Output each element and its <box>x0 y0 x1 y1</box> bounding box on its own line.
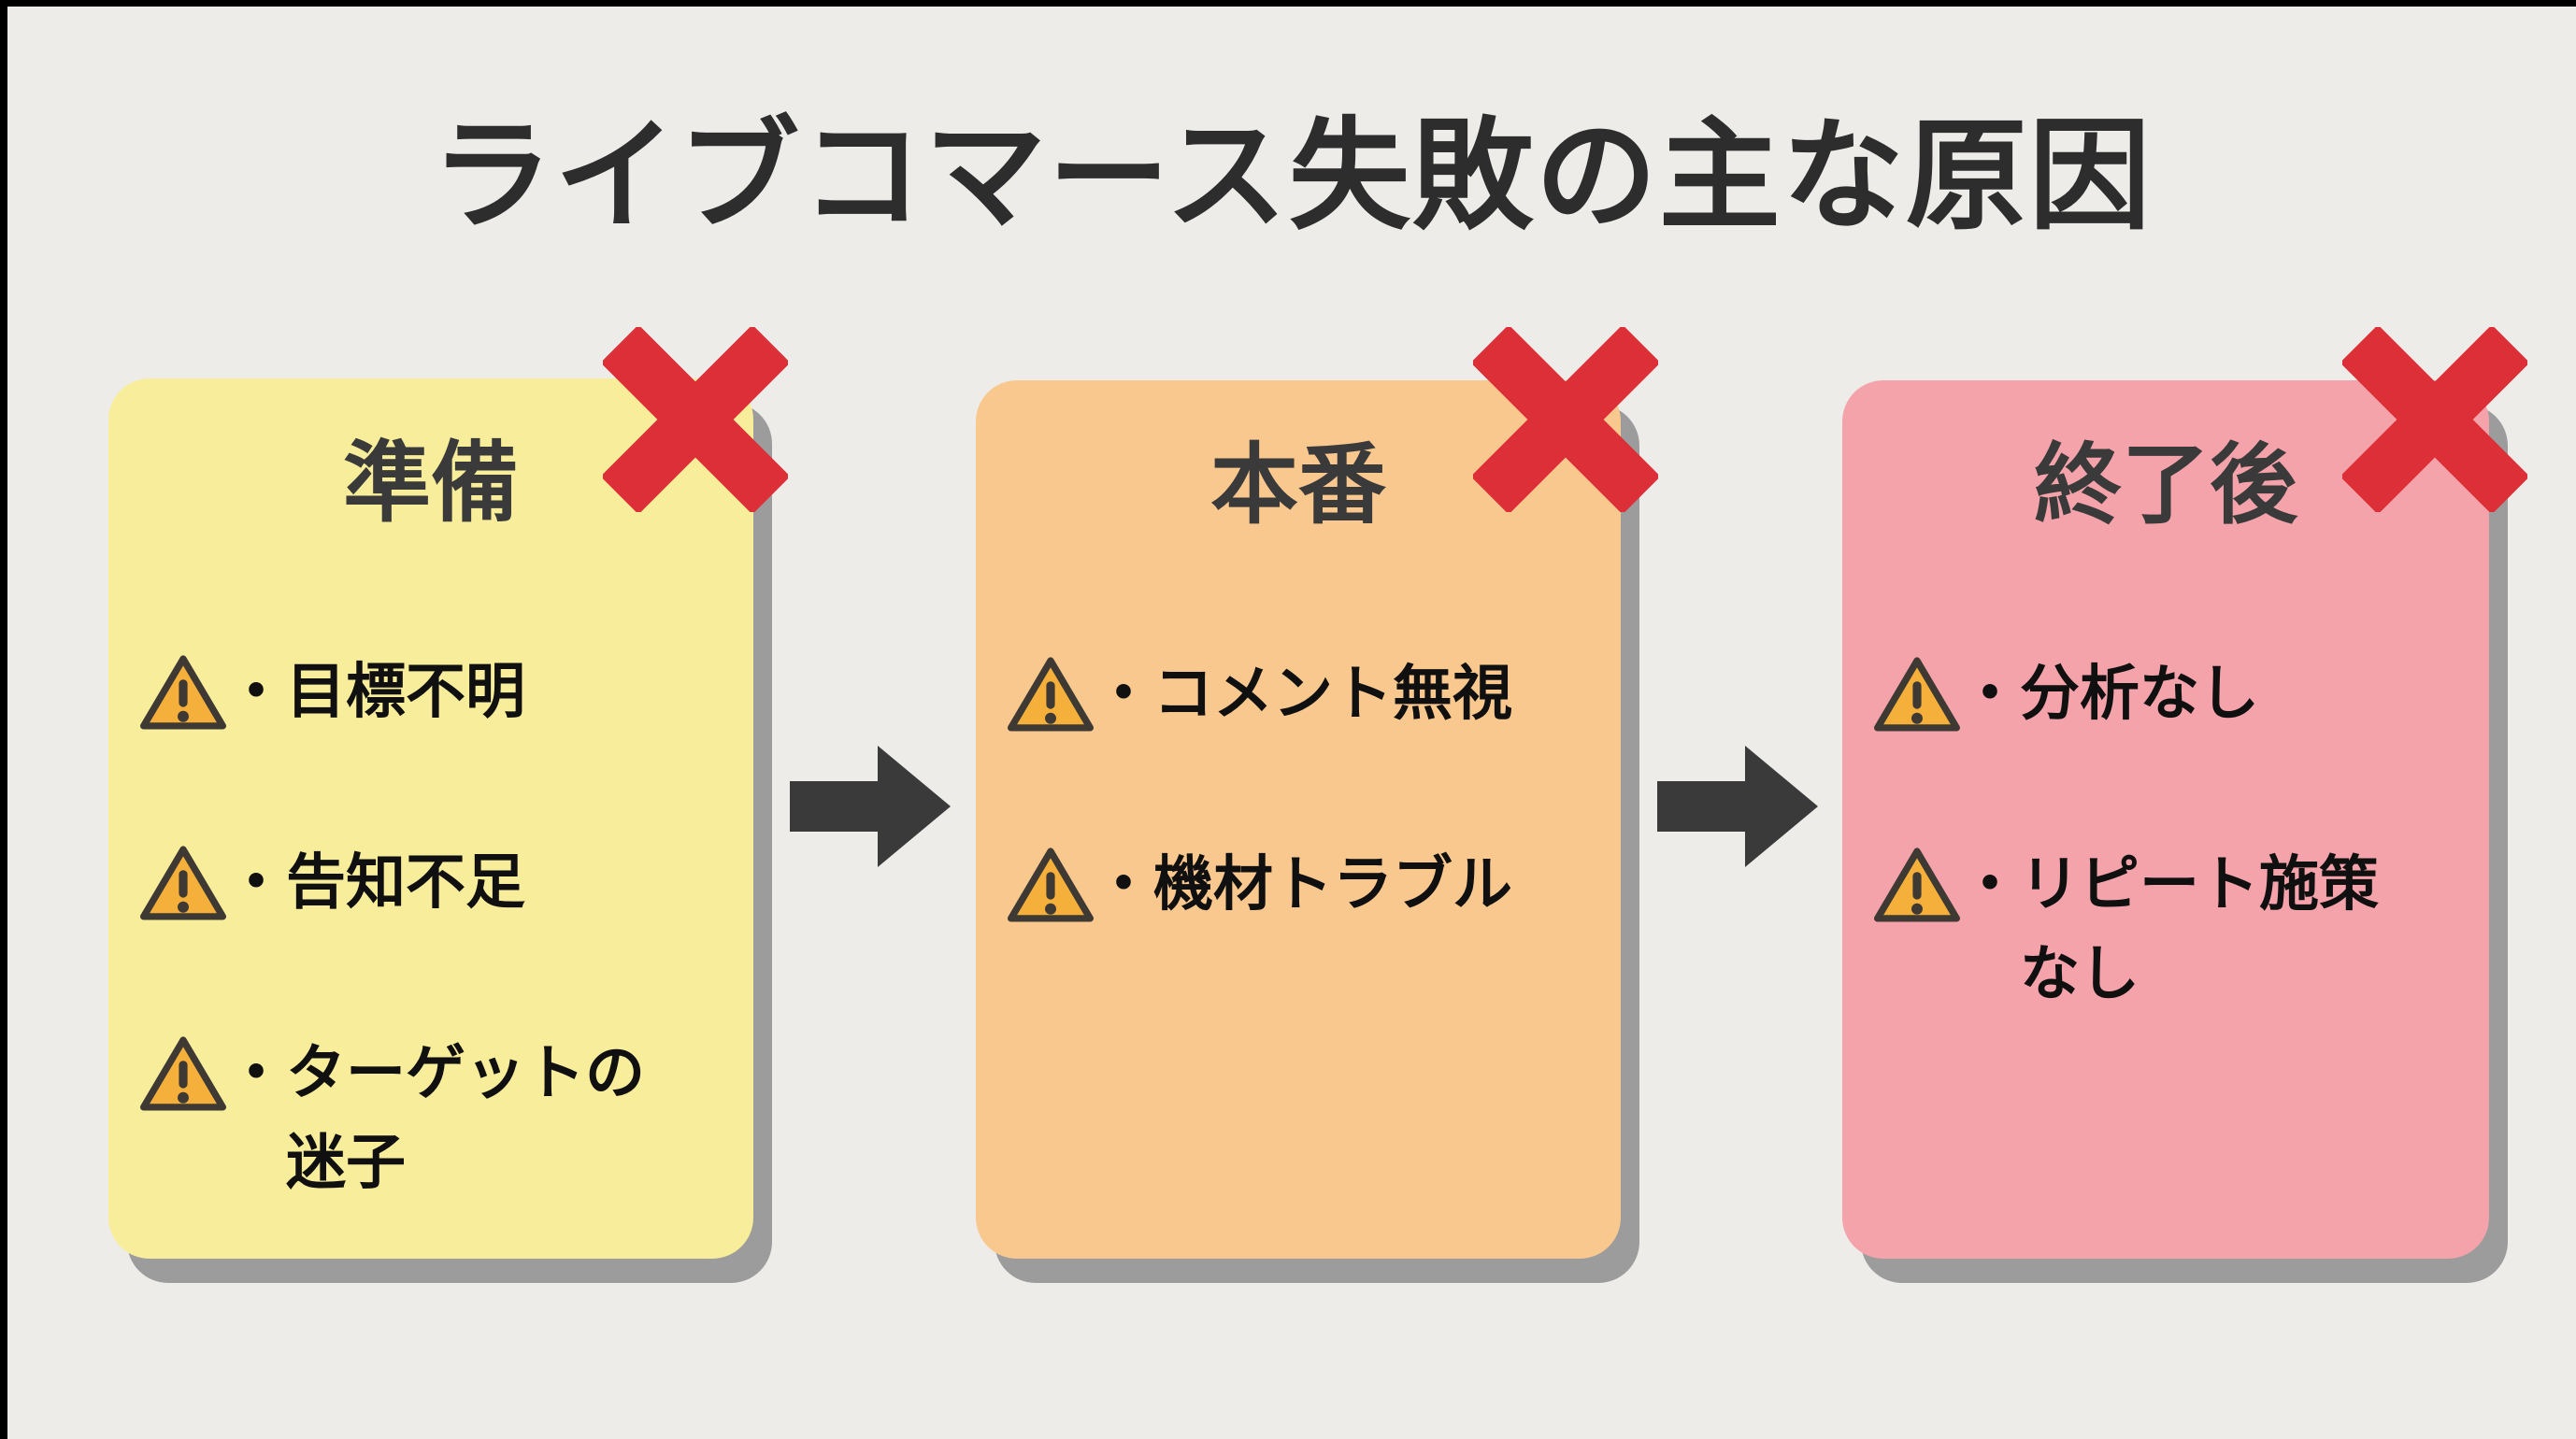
warning-icon <box>140 846 226 920</box>
card-item-list: ・コメント無視 ・機材トラブル <box>1008 648 1589 929</box>
list-item: ・ターゲットの 迷子 <box>140 1028 722 1207</box>
warning-icon <box>140 1036 226 1111</box>
warning-icon <box>1874 848 1960 922</box>
list-item: ・目標不明 <box>140 647 722 736</box>
list-item: ・告知不足 <box>140 837 722 927</box>
list-item-label: ・機材トラブル <box>1094 850 1512 919</box>
card-title: 本番 <box>1209 435 1386 534</box>
warning-icon <box>140 655 226 730</box>
cross-mark-icon <box>2342 327 2527 512</box>
list-item-label: ・分析なし <box>1960 660 2259 728</box>
cross-mark-icon <box>603 327 788 512</box>
page-title: ライブコマース失敗の主な原因 <box>431 107 2153 244</box>
list-item-label: ・コメント無視 <box>1094 660 1512 728</box>
warning-icon <box>1008 848 1094 922</box>
warning-icon <box>1008 657 1094 732</box>
card-live: 本番 ・コメント無視 ・機材トラブル <box>976 380 1621 1259</box>
card-after: 終了後 ・分析なし ・リピート施策 なし <box>1842 380 2489 1259</box>
card-item-list: ・分析なし ・リピート施策 なし <box>1874 648 2457 1019</box>
list-item: ・コメント無視 <box>1008 648 1589 738</box>
list-item-label: ・リピート施策 なし <box>1960 850 2379 1008</box>
warning-icon <box>1874 657 1960 732</box>
card-item-list: ・目標不明 ・告知不足 ・ターゲットの 迷子 <box>140 647 722 1207</box>
card-preparation: 準備 ・目標不明 ・告知不足 <box>108 378 753 1259</box>
card-title: 終了後 <box>2033 435 2297 534</box>
list-item: ・機材トラブル <box>1008 839 1589 929</box>
arrow-right-icon <box>790 746 951 867</box>
card-title: 準備 <box>342 434 519 532</box>
arrow-right-icon <box>1657 746 1818 867</box>
list-item: ・分析なし <box>1874 648 2457 738</box>
cross-mark-icon <box>1473 327 1658 512</box>
list-item-label: ・告知不足 <box>226 848 525 917</box>
list-item-label: ・ターゲットの 迷子 <box>226 1039 645 1197</box>
list-item-label: ・目標不明 <box>226 658 525 726</box>
list-item: ・リピート施策 なし <box>1874 839 2457 1019</box>
